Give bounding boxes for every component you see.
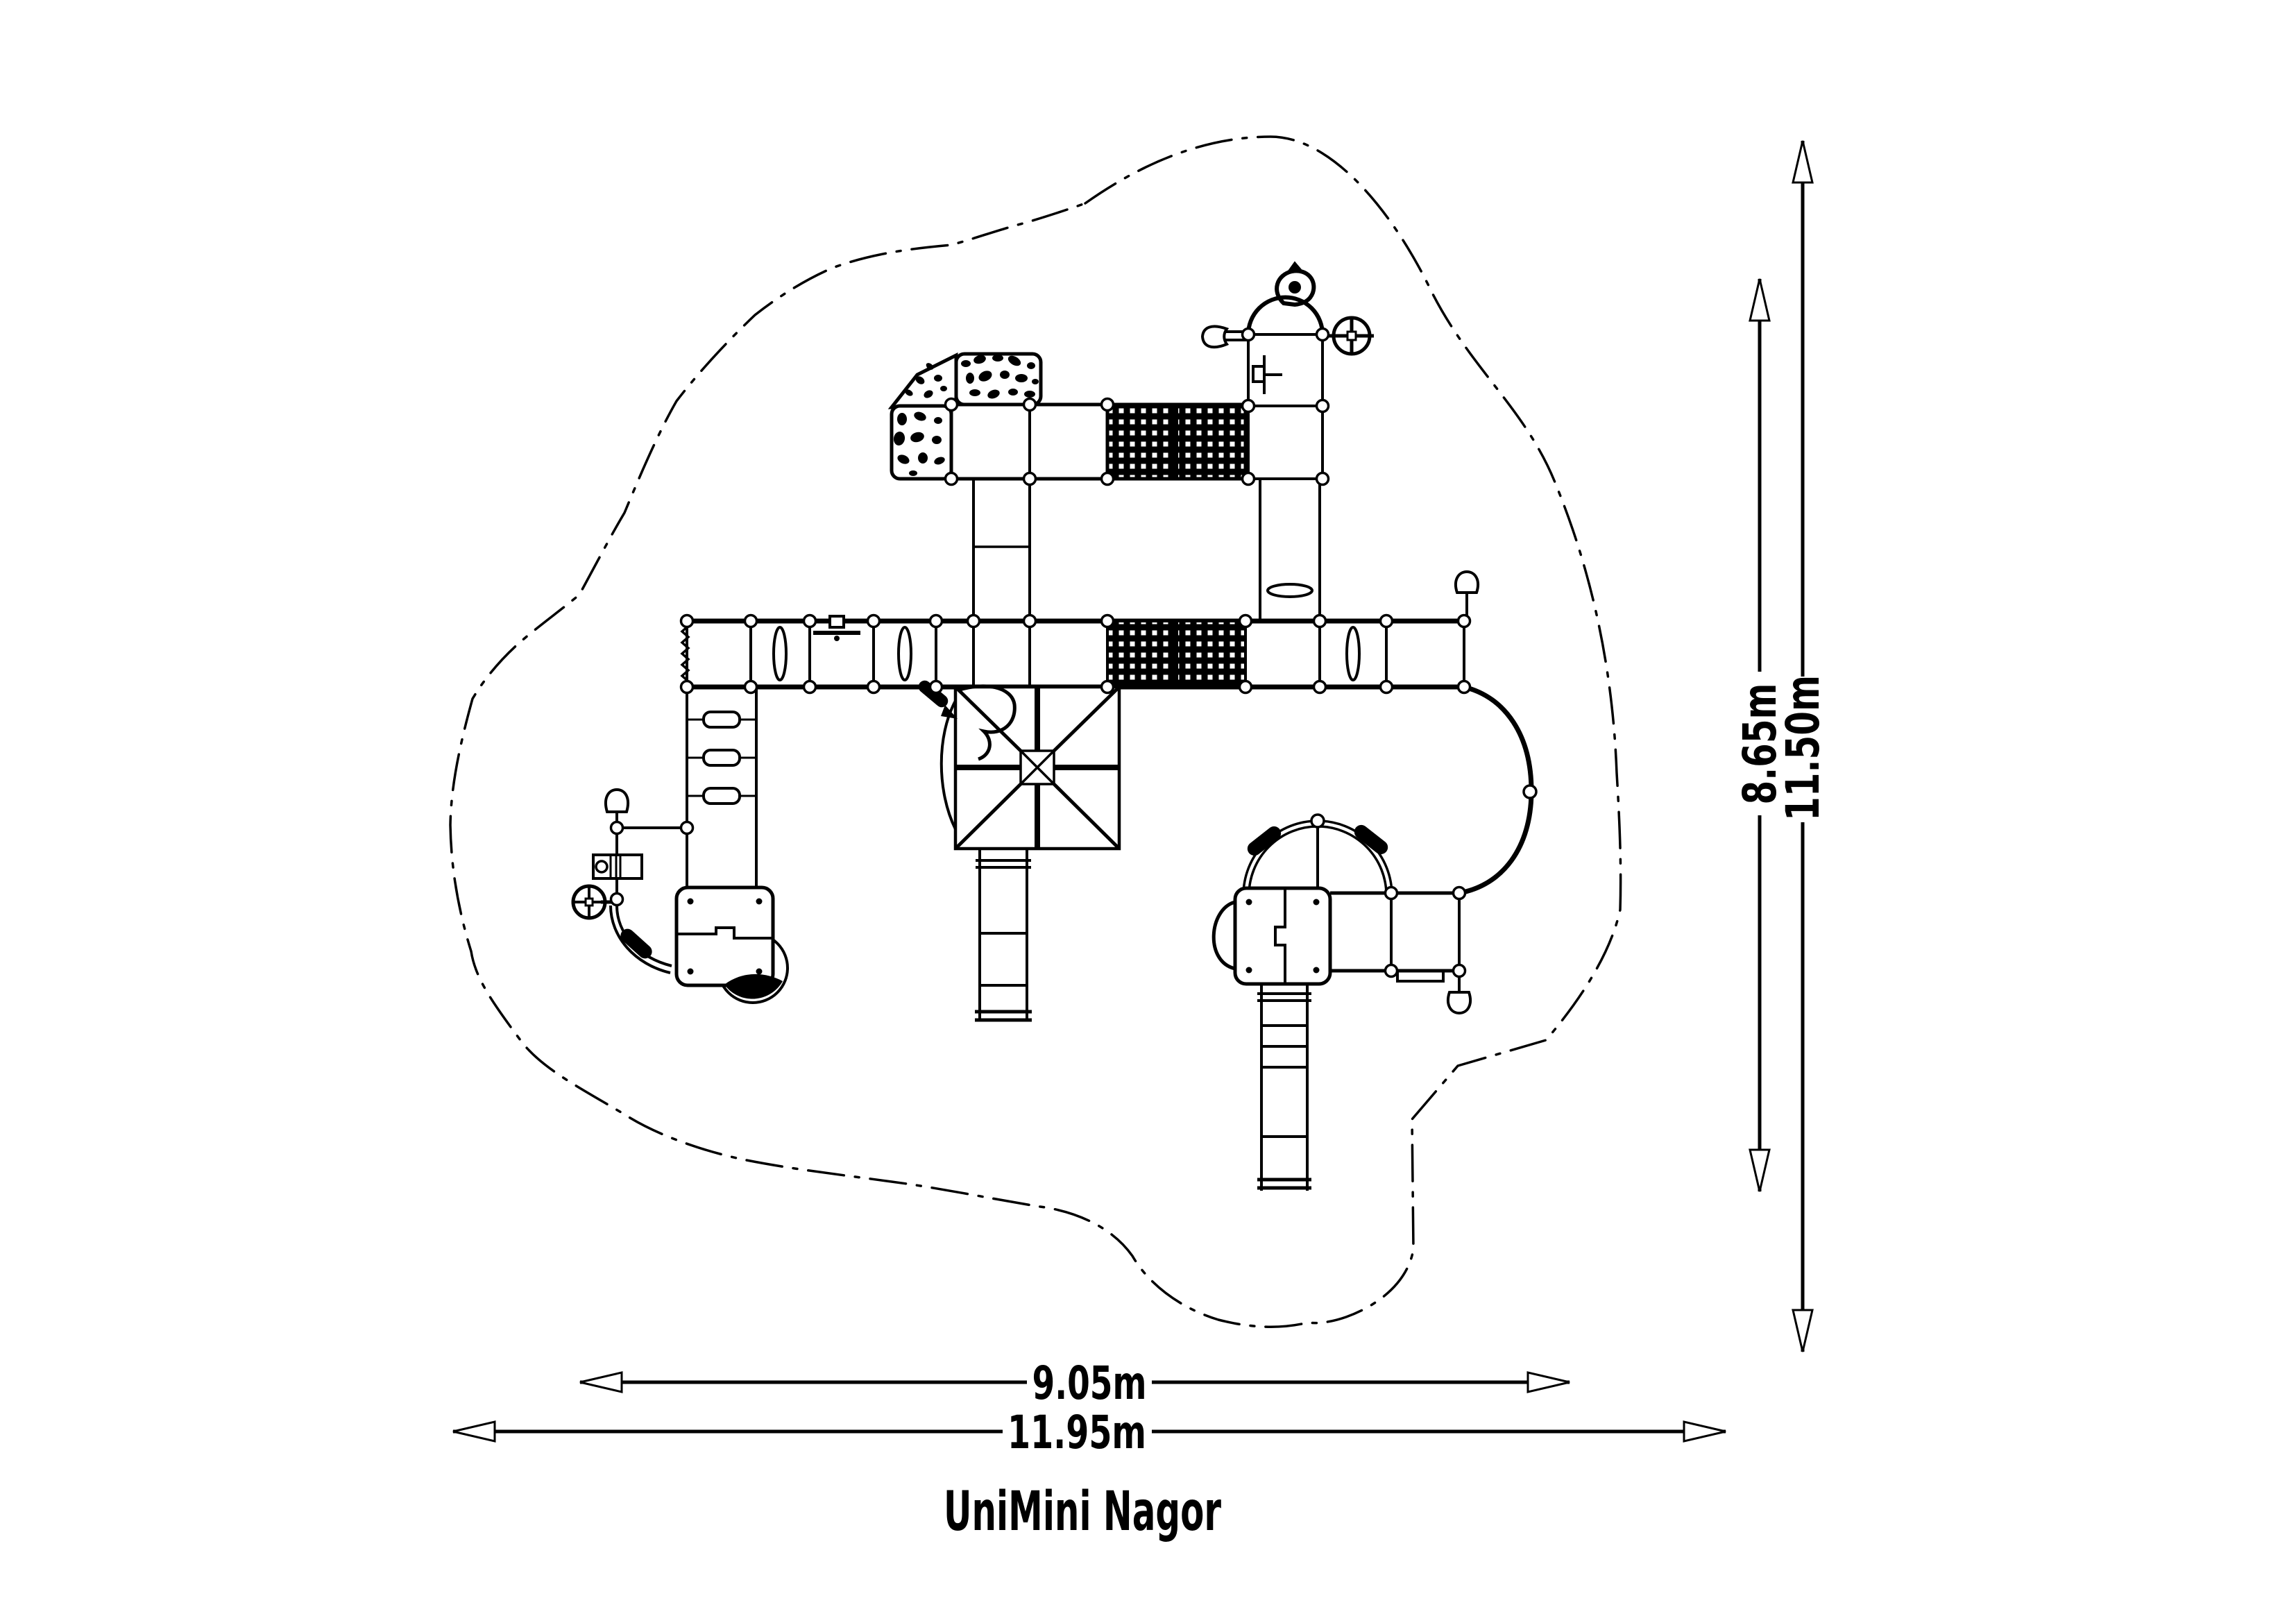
tower-finial-dot: [1289, 281, 1301, 294]
connector-nodes: [609, 327, 1538, 978]
arrowhead-left-icon: [452, 1420, 496, 1443]
arrowhead-right-icon: [1683, 1420, 1726, 1443]
slide-arrow-icon: [918, 680, 949, 708]
play-table-knob: [595, 860, 609, 874]
dim-label-height-safety-zone: 11.50m: [1776, 675, 1830, 821]
corridor-window: [1266, 583, 1313, 598]
playhouse-left-roof: [674, 885, 775, 987]
slide-arrow-tip: [941, 705, 958, 719]
tower-lower-room: [1247, 405, 1324, 480]
dim-horizontal-outer: 11.95m: [452, 1406, 1726, 1459]
dim-horizontal-inner: 9.05m: [579, 1357, 1570, 1410]
playhouse-left: [674, 885, 789, 1004]
wheel-hub: [1346, 330, 1357, 341]
drawing-title: UniMini Nagor: [944, 1481, 1221, 1543]
playhouse-right-roof: [1233, 886, 1332, 986]
arrowhead-down-icon: [1749, 1148, 1771, 1192]
corridor-left: [972, 479, 1031, 621]
dim-label-width-equipment: 9.05m: [1032, 1357, 1147, 1410]
arrowhead-up-icon: [1792, 140, 1814, 184]
dim-vertical-outer: 11.50m: [1776, 140, 1830, 1352]
frame-rails: [1330, 891, 1459, 973]
upper-platform-row: [949, 402, 1248, 481]
balance-element-2: [897, 626, 912, 681]
playhouse-right-bump: [1211, 900, 1236, 971]
equipment: [571, 261, 1538, 1191]
tower-dome: [1246, 295, 1325, 335]
right-assembly: [1211, 684, 1534, 1191]
climb-edge-zigzag: [680, 624, 690, 683]
periscope-bell-icon: [1200, 325, 1230, 349]
tower-handle-plate: [1252, 365, 1266, 383]
climbing-wall: [887, 352, 1043, 481]
roof-hips: [954, 686, 1121, 850]
arrowhead-right-icon: [1527, 1371, 1570, 1393]
tower-finial-tip: [1286, 261, 1304, 273]
play-table-slats: [609, 855, 622, 878]
curved-slide-rail-2: [609, 905, 671, 974]
wheel-left-hub: [584, 897, 594, 907]
dim-label-height-equipment: 8.65m: [1733, 683, 1787, 805]
balance-element-1: [772, 626, 788, 681]
playhouse-left-posts: [687, 898, 763, 975]
flag-fan-right-icon: [1454, 570, 1480, 594]
tower-ladder: [975, 849, 1032, 1022]
dim-label-width-safety-zone: 11.95m: [1007, 1406, 1146, 1459]
dim-vertical-inner: 8.65m: [1733, 278, 1787, 1192]
curved-slide-marker: [620, 928, 652, 959]
safety-zone-boundary: [449, 135, 1622, 1328]
arrowhead-left-icon: [579, 1371, 623, 1393]
playhouse-right-posts: [1245, 899, 1320, 974]
left-assembly: [571, 687, 789, 1004]
arrowhead-down-icon: [1792, 1309, 1814, 1352]
balance-element-3: [1345, 626, 1361, 681]
climbing-holds: [893, 355, 1039, 476]
playhouse-left-divider: [677, 926, 773, 940]
play-counter-dot: [834, 636, 840, 641]
roof-tower: [918, 680, 1121, 1022]
arc-handle-left: [1247, 826, 1282, 856]
play-counter: [828, 615, 845, 629]
fireman-pole-bell-icon: [1446, 991, 1472, 1015]
roof-cap-x: [1019, 749, 1055, 785]
big-slide-curve: [1459, 684, 1534, 896]
dimension-lines: 9.05m 11.95m 8.65m 11.50m: [452, 140, 1830, 1459]
play-table: [592, 853, 643, 880]
tower-finial: [1275, 269, 1316, 307]
roof-tower-side-arc: [939, 700, 957, 830]
corridor-right: [1259, 479, 1321, 621]
frame-posts: [1390, 893, 1461, 971]
bottom-ladder: [1257, 984, 1311, 1191]
top-tower: [1200, 261, 1374, 480]
playhouse-right-divider: [1274, 888, 1286, 984]
corridors: [972, 479, 1321, 621]
main-platform-row: [680, 570, 1480, 690]
slide-entry-curl: [957, 684, 1017, 761]
tower-handle: [1263, 355, 1282, 394]
tunnel-shadow: [724, 974, 783, 999]
frame-step: [1396, 969, 1445, 983]
arc-handle-right: [1354, 824, 1388, 855]
arrowhead-up-icon: [1749, 278, 1771, 322]
left-ladder: [686, 687, 758, 887]
flag-fan-left-icon: [604, 788, 630, 813]
